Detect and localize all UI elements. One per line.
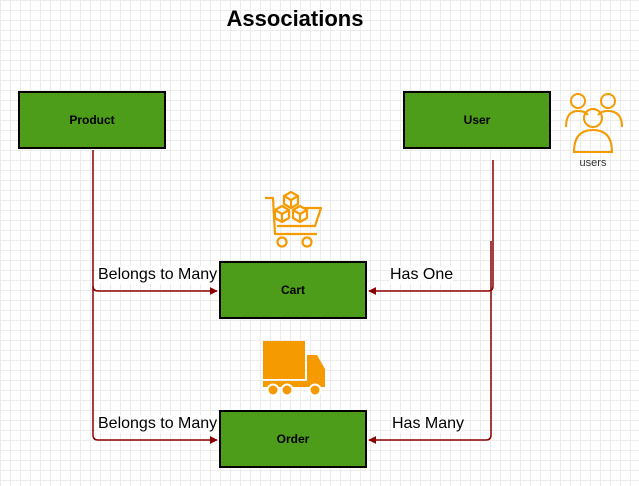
relation-label-user-cart: Has One xyxy=(390,266,454,284)
relation-label-product-order: Belongs to Many xyxy=(98,415,218,433)
entity-user-label: User xyxy=(463,113,491,127)
entity-order-label: Order xyxy=(276,432,310,446)
edge-product-order xyxy=(92,286,218,444)
entity-cart[interactable]: Cart xyxy=(219,261,367,319)
users-icon-caption: users xyxy=(579,157,607,169)
entity-product[interactable]: Product xyxy=(18,91,166,149)
users-icon xyxy=(565,93,623,153)
delivery-truck-icon xyxy=(263,341,325,397)
entity-cart-label: Cart xyxy=(280,283,305,297)
relation-label-product-cart: Belongs to Many xyxy=(98,266,218,284)
entity-order[interactable]: Order xyxy=(219,410,367,468)
entity-user[interactable]: User xyxy=(403,91,551,149)
diagram-title: Associations xyxy=(226,6,364,31)
relation-label-user-order: Has Many xyxy=(392,415,465,433)
edge-user-order xyxy=(368,241,492,444)
entity-product-label: Product xyxy=(69,113,115,127)
shopping-cart-icon xyxy=(265,190,323,248)
